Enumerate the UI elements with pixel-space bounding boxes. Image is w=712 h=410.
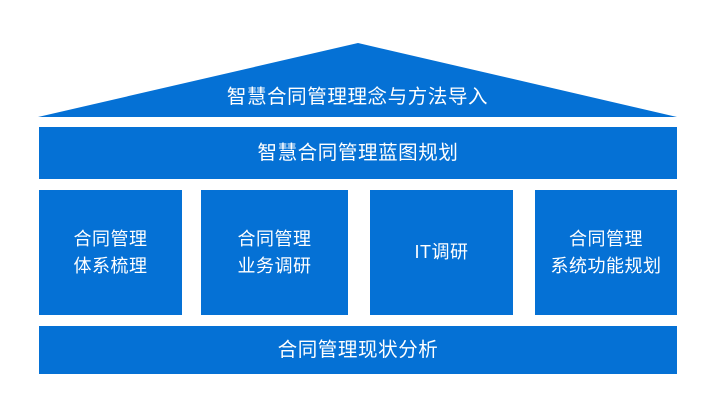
pillar-system-function-planning: 合同管理 系统功能规划 — [535, 190, 677, 315]
blueprint-band: 智慧合同管理蓝图规划 — [39, 127, 677, 179]
pillar-group: 合同管理 体系梳理 合同管理 业务调研 IT调研 合同管理 系统功能规划 — [39, 190, 677, 315]
pillar-contract-business-research: 合同管理 业务调研 — [201, 190, 348, 315]
pillar-it-research: IT调研 — [370, 190, 513, 315]
blueprint-band-label: 智慧合同管理蓝图规划 — [257, 142, 459, 164]
pillar-contract-system-review: 合同管理 体系梳理 — [39, 190, 182, 315]
pillar-label: 合同管理 系统功能规划 — [550, 228, 662, 276]
pillar-label: 合同管理 业务调研 — [237, 228, 312, 276]
roof-section: 智慧合同管理理念与方法导入 — [0, 0, 712, 125]
pillar-label: 合同管理 体系梳理 — [73, 228, 148, 276]
pillar-label: IT调研 — [414, 242, 469, 262]
base-band-label: 合同管理现状分析 — [277, 339, 439, 361]
roof-label: 智慧合同管理理念与方法导入 — [226, 86, 489, 108]
roof-triangle-icon — [38, 43, 677, 117]
base-band: 合同管理现状分析 — [39, 326, 677, 374]
